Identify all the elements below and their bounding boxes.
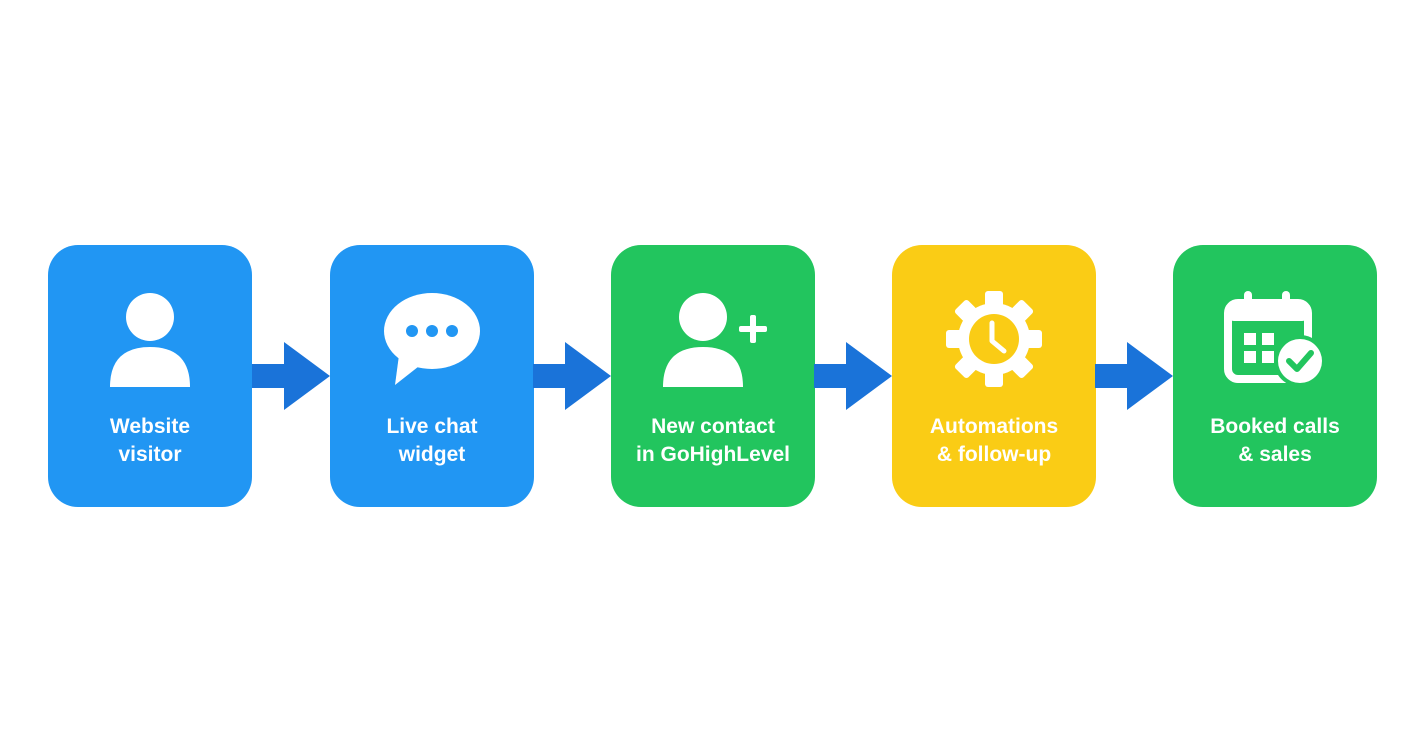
label-line-1: Automations (929, 415, 1059, 438)
label-line-2: widget (398, 443, 466, 466)
user-plus-icon (611, 289, 815, 389)
step-new-contact: New contact in GoHighLevel (611, 245, 815, 507)
step-live-chat-widget: Live chat widget (330, 245, 534, 507)
step-label: Website visitor (48, 413, 252, 469)
step-label: Booked calls & sales (1173, 413, 1377, 469)
step-label: Live chat widget (330, 413, 534, 469)
label-line-1: Live chat (386, 415, 478, 438)
arrow-right-icon (1095, 342, 1173, 410)
label-line-1: Booked calls (1210, 415, 1340, 438)
label-line-2: visitor (118, 443, 182, 466)
arrow-right-icon (252, 342, 330, 410)
label-line-1: Website (109, 415, 191, 438)
label-line-2: & follow-up (936, 443, 1052, 466)
arrow-right-icon (814, 342, 892, 410)
label-line-1: New contact (651, 415, 775, 438)
step-automations: Automations & follow-up (892, 245, 1096, 507)
step-label: New contact in GoHighLevel (611, 413, 815, 469)
calendar-check-icon (1173, 289, 1377, 389)
step-website-visitor: Website visitor (48, 245, 252, 507)
chat-bubble-icon (330, 289, 534, 389)
step-booked-calls: Booked calls & sales (1173, 245, 1377, 507)
label-line-2: in GoHighLevel (635, 443, 790, 466)
gear-clock-icon (892, 289, 1096, 389)
arrow-right-icon (533, 342, 611, 410)
step-label: Automations & follow-up (892, 413, 1096, 469)
user-icon (48, 289, 252, 389)
label-line-2: & sales (1238, 443, 1312, 466)
